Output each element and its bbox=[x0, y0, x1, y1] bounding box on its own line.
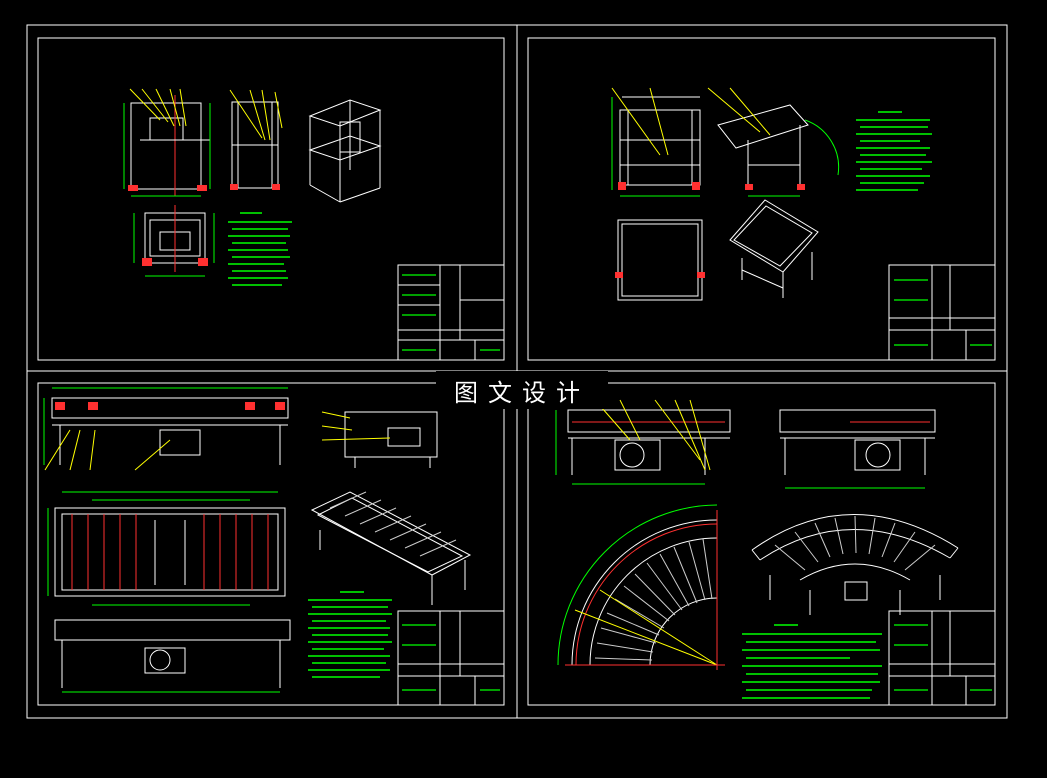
technical-notes-sheet3 bbox=[308, 591, 392, 678]
sheet-bottom-left bbox=[37, 382, 505, 706]
sheet-bottom-right bbox=[527, 382, 996, 706]
watermark-label: 图文设计 bbox=[436, 371, 608, 409]
leader-lines-front bbox=[129, 88, 187, 127]
front-view-tilted-frame bbox=[618, 96, 701, 190]
side-view-curved-conveyor bbox=[779, 409, 936, 475]
isometric-stand bbox=[308, 99, 382, 203]
technical-notes-sheet4 bbox=[742, 624, 882, 699]
isometric-straight-conveyor bbox=[310, 491, 472, 605]
bottom-view-straight-conveyor bbox=[54, 619, 291, 688]
top-view-stand bbox=[142, 205, 208, 272]
title-block-sheet1 bbox=[397, 264, 505, 361]
sheet-top-right bbox=[527, 37, 996, 361]
roller-lines bbox=[71, 514, 269, 590]
side-view-straight-conveyor bbox=[344, 411, 438, 468]
front-view-straight-conveyor bbox=[51, 397, 289, 465]
title-block-sheet4 bbox=[888, 610, 996, 706]
curved-roller-lines bbox=[594, 538, 713, 661]
isometric-tilted-frame bbox=[729, 199, 819, 298]
technical-notes-sheet1 bbox=[228, 212, 292, 286]
technical-notes-sheet2 bbox=[856, 111, 932, 191]
plan-view-curved-conveyor bbox=[557, 504, 718, 666]
isometric-curved-conveyor bbox=[751, 514, 959, 615]
title-block-sheet3 bbox=[397, 610, 505, 706]
title-block-sheet2 bbox=[888, 264, 996, 361]
top-view-straight-conveyor bbox=[54, 507, 286, 597]
top-view-tilted-frame bbox=[615, 219, 705, 301]
front-view-curved-conveyor bbox=[567, 409, 731, 475]
side-view-tilted-frame bbox=[717, 104, 809, 190]
sheet-top-left bbox=[37, 37, 505, 361]
front-view-stand bbox=[128, 95, 210, 196]
side-view-stand bbox=[230, 101, 280, 190]
